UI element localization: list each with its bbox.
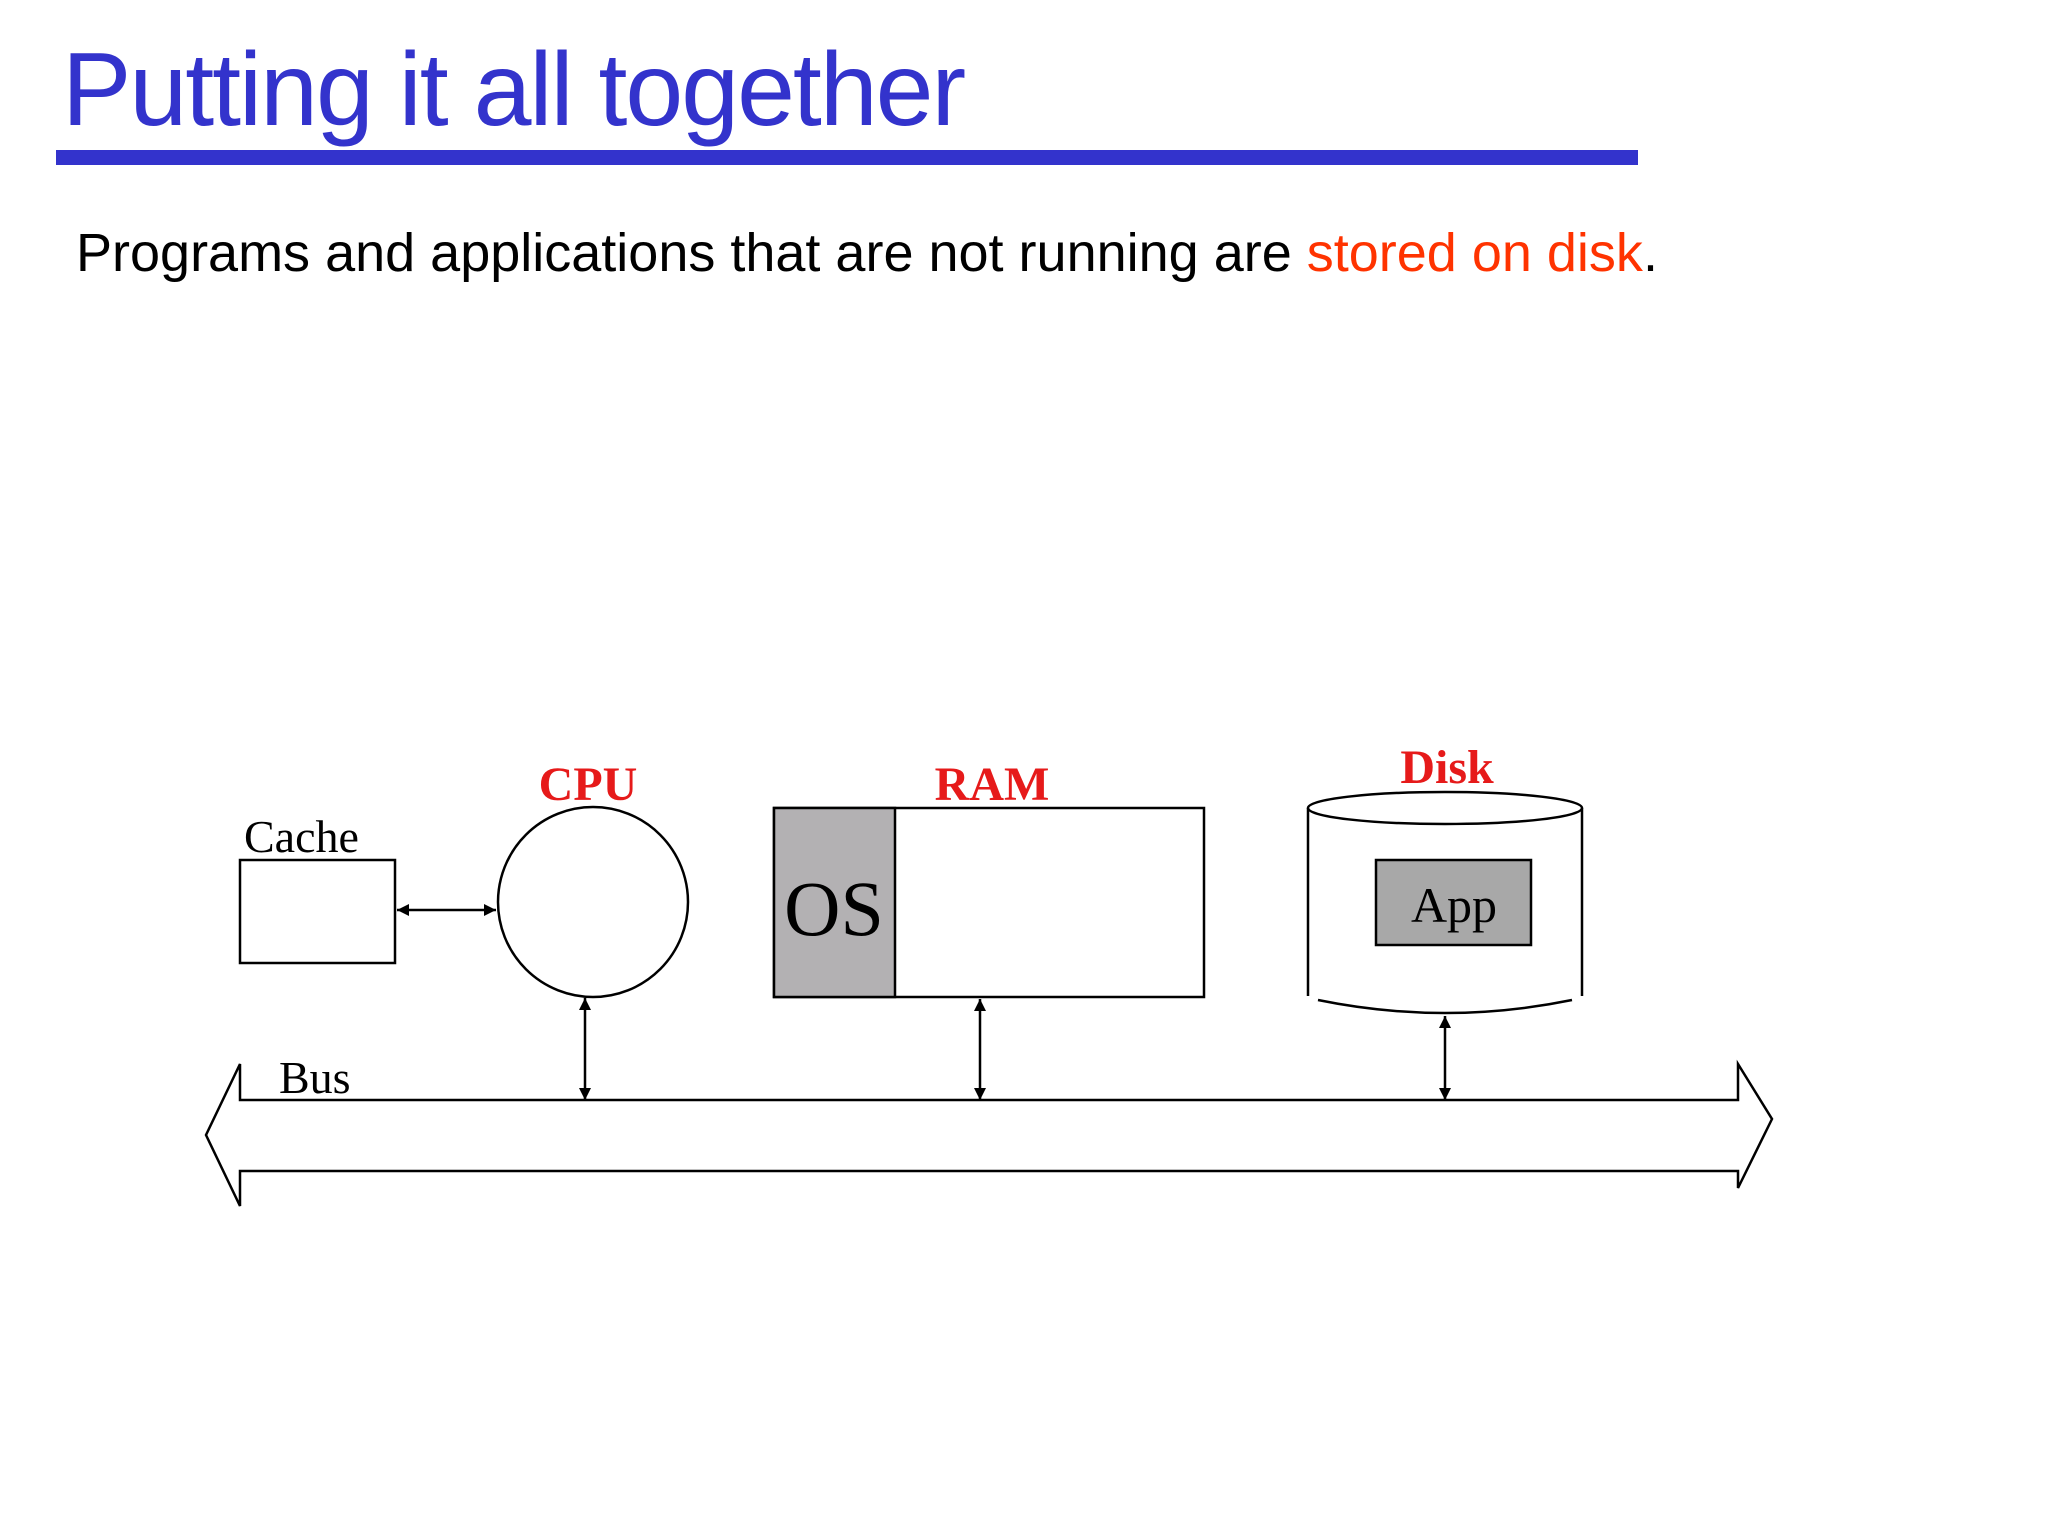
disk-cylinder [1306,790,1584,1015]
cpu-label: CPU [539,758,638,811]
bus-arrow [204,1059,1774,1207]
os-region [772,806,897,999]
disk-label: Disk [1400,741,1494,794]
app-box [1374,858,1533,947]
cache-label: Cache [244,811,359,862]
bus-label: Bus [279,1052,351,1103]
slide-subtitle: Programs and applications that are not r… [76,226,1658,280]
subtitle-text: Programs and applications that are not r… [76,223,1307,283]
app-label: App [1411,877,1497,933]
cpu-circle [496,805,690,999]
subtitle-period: . [1642,223,1658,283]
cache-box [238,858,397,965]
os-label: OS [784,865,884,952]
subtitle-highlight: stored on disk [1306,223,1643,283]
slide-title: Putting it all together [62,32,966,148]
ram-label: RAM [935,758,1050,811]
title-underline [56,150,1638,165]
